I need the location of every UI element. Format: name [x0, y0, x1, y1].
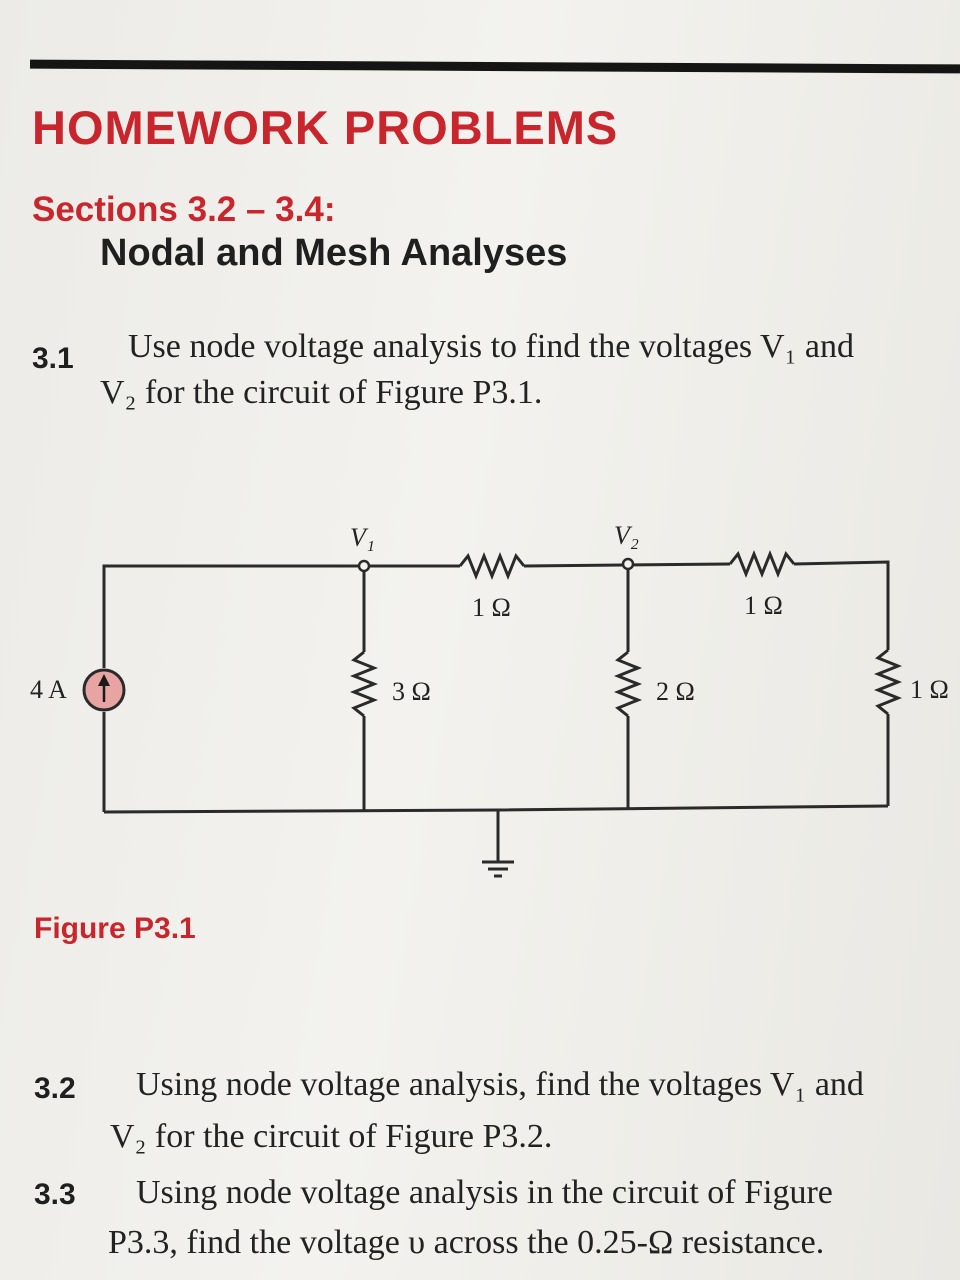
wire-top-left	[102, 564, 460, 668]
node-v2-label: V₂	[614, 521, 639, 550]
label-r-shunt-3: 1 Ω	[910, 675, 949, 704]
problem-number-3-1: 3.1	[32, 342, 74, 375]
homework-title: HOMEWORK PROBLEMS	[32, 101, 619, 154]
current-source-icon	[82, 668, 126, 712]
section-subtitle: Nodal and Mesh Analyses	[100, 232, 568, 274]
figure-caption: Figure P3.1	[34, 912, 196, 945]
wire-top-right	[793, 560, 890, 650]
resistor-1ohm-top-left	[458, 551, 526, 581]
section-title: Sections 3.2 – 3.4:	[32, 190, 336, 229]
ground-icon	[482, 860, 514, 878]
node-v1-dot	[357, 559, 371, 573]
problem-3-3-line-1: Using node voltage analysis in the circu…	[136, 1174, 833, 1211]
node-v2-dot	[621, 557, 635, 571]
problem-number-3-2: 3.2	[34, 1072, 76, 1105]
problem-3-2-line-1: Using node voltage analysis, find the vo…	[136, 1066, 864, 1103]
header-rule	[29, 59, 960, 74]
resistor-1ohm-top-right	[728, 549, 796, 579]
problem-3-1-line-1: Use node voltage analysis to find the vo…	[128, 328, 855, 365]
problem-3-1-line-2: V₂ for the circuit of Figure P3.1.	[100, 374, 543, 411]
problem-3-2-line-2: V₂ for the circuit of Figure P3.2.	[110, 1118, 553, 1155]
problem-3-3-line-2: P3.3, find the voltage υ across the 0.25…	[108, 1224, 825, 1261]
resistor-3ohm	[349, 650, 379, 718]
label-source: 4 A	[30, 675, 67, 704]
label-r-shunt-1: 3 Ω	[392, 677, 431, 706]
resistor-2ohm	[613, 650, 643, 718]
wire-bottom	[103, 804, 889, 814]
label-r-top-right: 1 Ω	[744, 591, 783, 620]
label-r-top-left: 1 Ω	[472, 593, 511, 622]
node-v1-label: V₁	[350, 523, 375, 552]
circuit-diagram: V₁ V₂ 1 Ω 1 Ω 3 Ω 2 Ω 1 Ω 4 A	[30, 521, 949, 878]
label-r-shunt-2: 2 Ω	[656, 677, 695, 706]
resistor-1ohm-right	[873, 648, 903, 716]
problem-number-3-3: 3.3	[34, 1178, 76, 1211]
